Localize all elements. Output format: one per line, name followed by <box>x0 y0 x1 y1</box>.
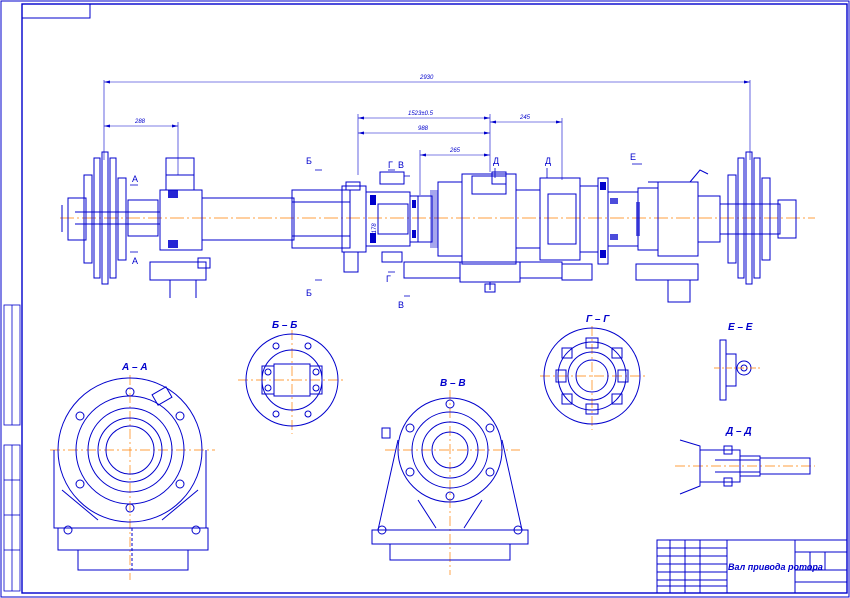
right-hatch <box>600 182 640 258</box>
gearbox <box>403 171 563 293</box>
main-view: 2930 288 1523±0.5 988 265 245 Ø178 <box>60 75 815 310</box>
title-block <box>656 539 848 594</box>
section-aa-label: А – А <box>121 362 148 373</box>
shaft-tube <box>201 181 367 273</box>
dim-right: 245 <box>519 115 531 121</box>
dim-left: 288 <box>134 119 146 125</box>
marker-d-left: Д <box>493 156 499 166</box>
marker-b-top: Б <box>306 156 312 166</box>
section-aa: А – А <box>50 362 215 580</box>
frame-border <box>21 3 848 594</box>
marker-g-top: Г <box>388 160 393 170</box>
section-gg: Г – Г <box>540 314 645 430</box>
section-vv: В – В <box>371 378 529 575</box>
dim-mid1: 1523±0.5 <box>408 111 434 117</box>
left-margin-strips <box>3 304 21 592</box>
dimension-lines <box>103 80 751 195</box>
title-block-name: Вал привода ротора <box>728 562 823 572</box>
dimension-arrows <box>104 80 750 157</box>
section-dd: Д – Д <box>675 426 815 495</box>
dim-overall: 2930 <box>419 75 434 81</box>
coupling-hatch <box>370 190 438 248</box>
section-dd-label: Д – Д <box>725 426 752 437</box>
dim-mid3: 265 <box>449 148 461 154</box>
dim-bore: Ø178 <box>372 223 378 239</box>
left-bearing-hatch <box>168 190 178 248</box>
marker-d-right: Д <box>545 156 551 166</box>
section-gg-label: Г – Г <box>586 314 610 325</box>
left-sprocket <box>61 151 160 285</box>
section-vv-label: В – В <box>440 378 466 389</box>
section-ee-label: Е – Е <box>728 322 753 333</box>
section-bb-label: Б – Б <box>272 320 297 331</box>
marker-b-bottom: Б <box>306 288 312 298</box>
marker-v-bottom: В <box>398 300 404 310</box>
corner-stamp <box>21 3 91 19</box>
marker-a-bottom: А <box>132 256 138 266</box>
section-ee: Е – Е <box>714 322 760 401</box>
marker-v-top: В <box>398 160 404 170</box>
right-sprocket <box>719 151 797 285</box>
section-markers <box>130 163 642 297</box>
marker-a-top: А <box>132 174 138 184</box>
marker-e: Е <box>630 152 636 162</box>
left-bearing-housing <box>149 157 211 298</box>
section-bb: Б – Б <box>238 320 346 434</box>
dim-mid2: 988 <box>418 126 429 132</box>
coupling <box>365 171 433 263</box>
right-assembly <box>539 169 721 303</box>
marker-g-bottom: Г <box>386 274 391 284</box>
